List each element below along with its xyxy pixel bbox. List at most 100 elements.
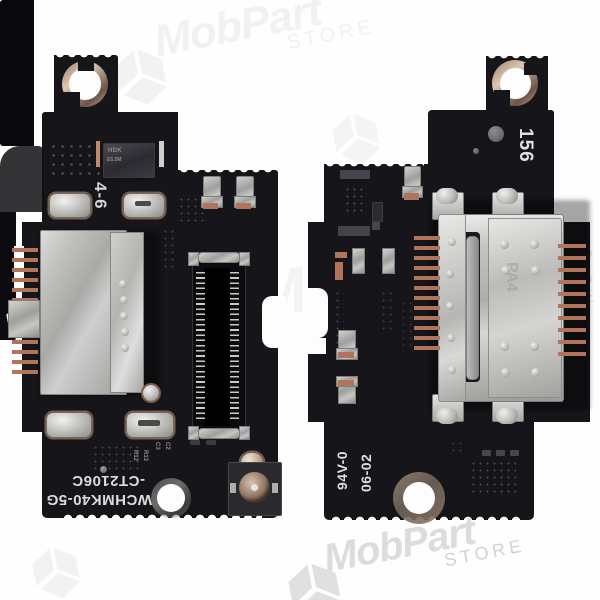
castellated-edge-top-left — [54, 53, 118, 60]
right-board-step-notch — [300, 338, 326, 354]
crystal-marking: HDK — [108, 148, 122, 154]
mounting-hole-bottom — [403, 482, 435, 514]
watermark-logo-bottom-left — [32, 547, 81, 598]
watermark-sub: STORE — [442, 535, 527, 571]
via-column-mid2 — [400, 300, 416, 352]
usb-dimple-8 — [531, 368, 540, 377]
test-point-small — [100, 466, 107, 473]
usb-solder-tr — [496, 188, 518, 204]
usb-solder-br — [496, 408, 518, 424]
test-pad-b-slot — [135, 201, 151, 206]
shield-dimple-2 — [120, 296, 128, 304]
usb-dimple-l3 — [446, 302, 454, 310]
crystal-oscillator — [103, 143, 155, 178]
test-point-small — [473, 148, 479, 154]
fpc-shell-tab-tl — [188, 252, 199, 266]
copper-trace-b — [335, 262, 343, 280]
smd-inductor-b — [382, 248, 395, 274]
via-grid-upper — [344, 186, 366, 212]
hole-notch-top — [78, 61, 94, 71]
smd-passive-b — [338, 226, 370, 236]
usb-port-tongue — [8, 300, 40, 338]
silk-part-number-line2: -CT2106C — [71, 472, 145, 489]
via-cluster-small — [450, 440, 464, 456]
castellated-edge-bottom-left — [62, 512, 262, 519]
fpc-pins-right — [230, 272, 239, 422]
smd-passive-1 — [190, 440, 200, 445]
crystal-marking-2: E5.5M — [107, 157, 122, 163]
smd-passive-2 — [206, 440, 216, 445]
watermark-logo-top — [114, 49, 167, 105]
fpc-slot — [204, 268, 230, 426]
silk-date-code: 06-02 — [358, 453, 374, 492]
castellated-edge-right-upper — [178, 168, 278, 175]
via-column-left — [334, 290, 344, 354]
usb-c-tongue — [466, 236, 479, 380]
shield-dimple-3 — [120, 312, 128, 320]
smd-passive-c — [372, 202, 383, 222]
castellated-edge-top-right — [486, 54, 548, 61]
right-board: 156 — [0, 54, 600, 524]
left-board: HDK E5.5M 4-6 — [0, 0, 600, 519]
usb-c-port-opening — [0, 0, 34, 146]
usb-dimple-6 — [530, 342, 539, 351]
pad-lower-a — [46, 412, 92, 438]
watermark-logo-middle-right — [332, 113, 381, 164]
copper-trace-a — [335, 252, 347, 258]
test-pad-a — [49, 193, 91, 218]
shield-dimple-4 — [121, 328, 129, 336]
via-grid-mid — [178, 196, 204, 226]
test-point-top — [488, 126, 504, 142]
via-grid-lower — [92, 444, 140, 470]
pad-strip-left — [96, 141, 100, 167]
smd-passive-f — [496, 450, 505, 456]
mounting-hole-bottom — [157, 484, 185, 512]
test-pad-b — [123, 193, 165, 218]
silk-part-number-line1: WCHMK40-5G — [46, 491, 152, 508]
rf-tab-left — [230, 483, 236, 493]
fpc-latch-top — [198, 252, 240, 263]
smd-passive-g — [510, 450, 519, 456]
usb-dimple-3 — [501, 266, 510, 275]
silk-mark-d: C2 — [164, 442, 170, 450]
via-column — [162, 228, 176, 272]
hole-notch-b — [494, 90, 510, 105]
via-grid-upper-left — [49, 142, 101, 180]
via-grid-lower-right — [470, 460, 516, 494]
via-column-mid — [380, 290, 394, 330]
solder-ball-center — [143, 385, 159, 401]
fpc-pins-left — [196, 272, 205, 422]
smd-inductor-a — [352, 248, 365, 274]
usb-solder-bl — [436, 408, 458, 424]
soldermask-patch — [0, 146, 44, 212]
usb-dimple-l4 — [447, 334, 455, 342]
shield-dimple-5 — [121, 344, 129, 352]
castellated-edge-upper-right — [324, 162, 424, 169]
usb-dimple-l2 — [446, 270, 454, 278]
fpc-shell-tab-br — [239, 426, 250, 440]
right-board-side-cutout — [306, 288, 328, 338]
smd-passive-d — [372, 222, 380, 230]
fpc-latch-bottom — [198, 428, 240, 439]
smd-resistor-array — [340, 170, 370, 179]
left-board-side-cutout — [262, 296, 286, 348]
shield-dimple-1 — [119, 280, 127, 288]
usb-dimple-5 — [500, 342, 509, 351]
silk-board-id: 156 — [515, 128, 536, 163]
pad-strip-right — [159, 141, 164, 167]
hole-notch-bottom — [62, 92, 80, 108]
watermark-logo-bottom — [288, 563, 341, 600]
usb-dimple-2 — [530, 240, 539, 249]
silk-flame-rating: 94V-0 — [334, 450, 350, 490]
usb-dimple-l1 — [448, 238, 456, 246]
silk-mark-a: R13 — [142, 450, 148, 462]
smd-passive-e — [482, 450, 491, 456]
usb-shell-right — [488, 218, 562, 398]
usb-solder-tl — [436, 188, 458, 204]
usb-dimple-l5 — [448, 366, 456, 374]
rf-connector-center-pin — [251, 484, 258, 491]
hole-notch-a — [524, 63, 538, 75]
pad-lower-b-slot — [138, 420, 160, 426]
usb-dimple-1 — [500, 240, 509, 249]
